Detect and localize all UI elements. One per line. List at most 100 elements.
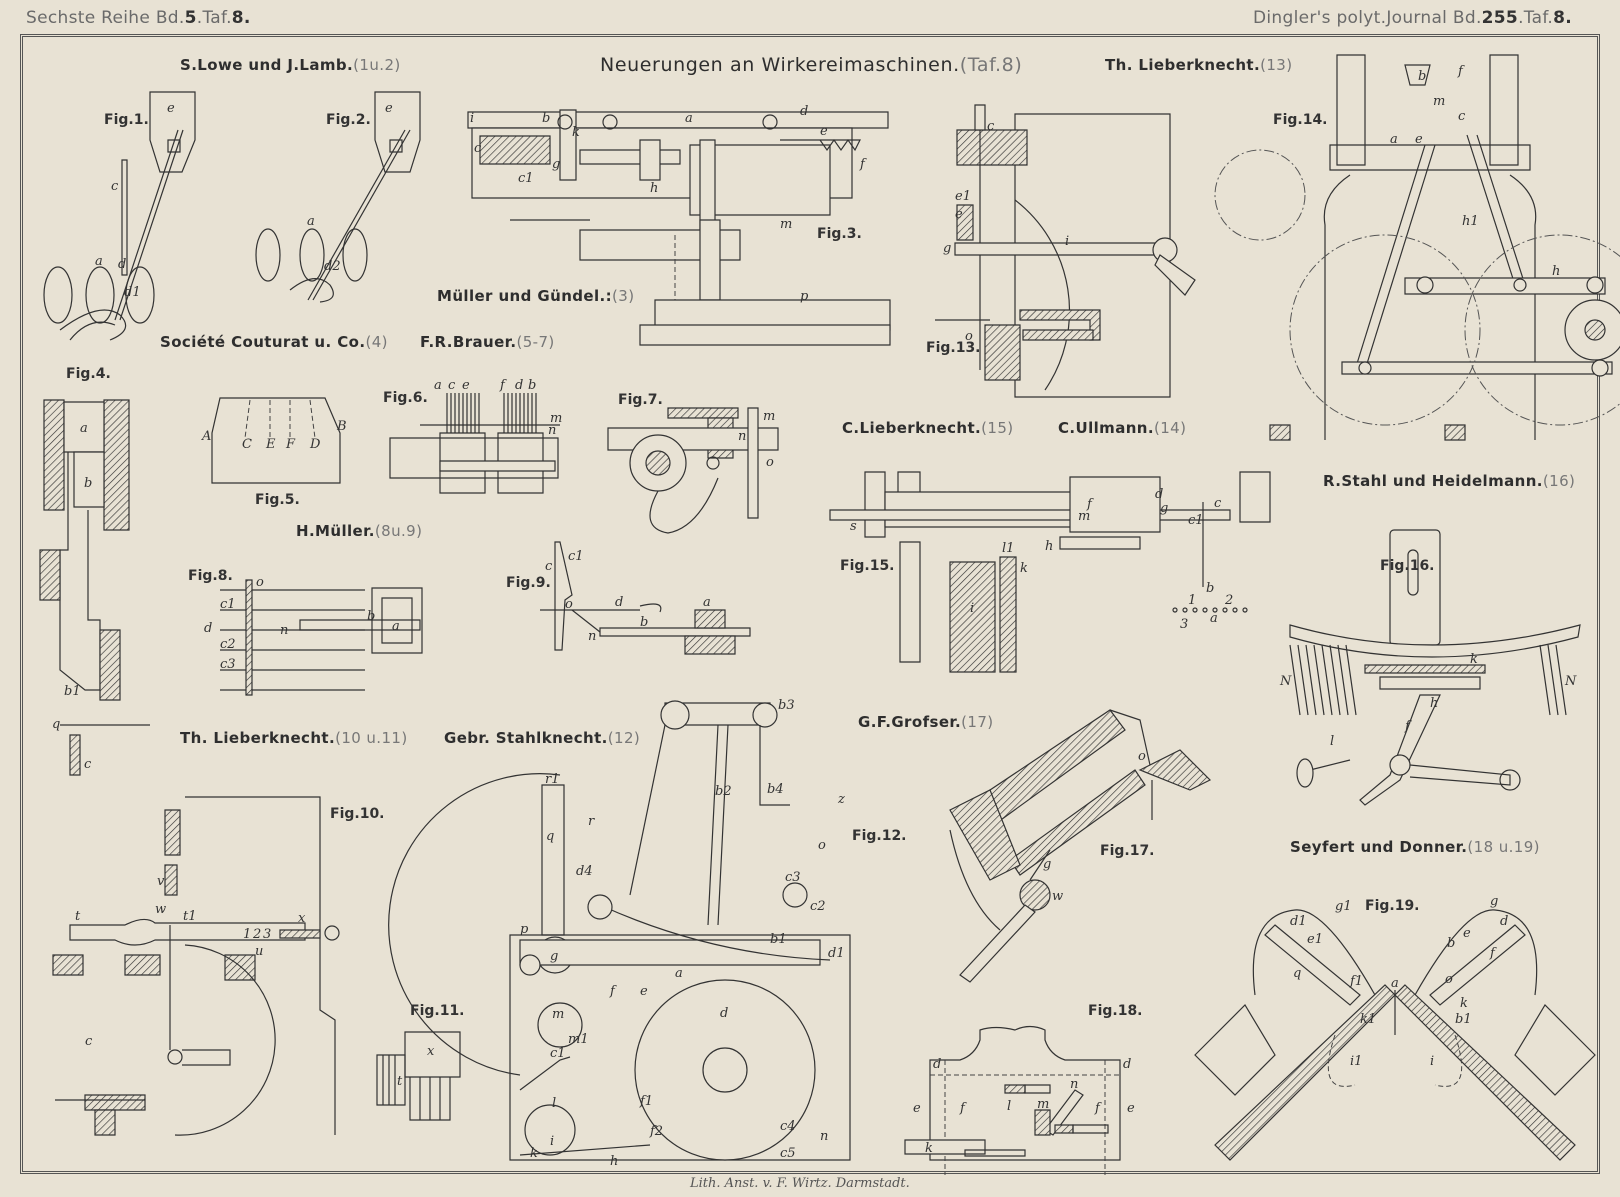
fig-14-detail-circle bbox=[1215, 150, 1305, 240]
fig-12-label-l: l bbox=[552, 1096, 556, 1111]
fig-12-rod-b2 bbox=[708, 725, 728, 925]
fig-12-lever-d1 bbox=[520, 940, 820, 965]
fig-16-label-N-left: N bbox=[1279, 674, 1292, 689]
fig-5-line bbox=[245, 400, 250, 438]
fig-8-inner-a bbox=[382, 598, 412, 643]
fig-18-label-n: n bbox=[1070, 1077, 1078, 1092]
fig-2-bobbin bbox=[300, 229, 324, 281]
fig-8-label-b: b bbox=[367, 609, 375, 624]
fig-8-bar-o bbox=[246, 580, 252, 695]
caption-ref: (15) bbox=[981, 419, 1014, 437]
fig-1-label-c: c bbox=[111, 179, 119, 194]
fig-2-bobbin bbox=[343, 229, 367, 281]
fig-12-label-h: h bbox=[610, 1154, 618, 1169]
plate-frame bbox=[20, 34, 1600, 1174]
fig-14-label-e: e bbox=[1415, 132, 1423, 147]
caption-name: C.Lieberknecht. bbox=[842, 419, 982, 437]
fig-13-bed bbox=[985, 325, 1020, 380]
fig-18-rod-k bbox=[905, 1140, 985, 1154]
fig-12-rod-b4 bbox=[760, 725, 790, 805]
fig-15-label-f: f bbox=[1086, 497, 1094, 512]
fig-18-housing bbox=[930, 1027, 1120, 1161]
fig-12-label-f1: f1 bbox=[639, 1094, 653, 1109]
fig-18-label-d-right: d bbox=[1123, 1057, 1131, 1072]
fig-16-pivot bbox=[1390, 755, 1410, 775]
fig-14-label-f: f bbox=[1457, 64, 1465, 79]
fig-15-label-2: 2 bbox=[1224, 593, 1233, 608]
fig-16-rail bbox=[1290, 625, 1580, 657]
fig-19-label: Fig.19. bbox=[1365, 898, 1420, 914]
fig-6-label-e: e bbox=[462, 378, 470, 393]
fig-12-label-c3: c3 bbox=[785, 870, 801, 885]
fig-16-label-k: k bbox=[1470, 652, 1478, 667]
fig-9-label-a: a bbox=[703, 595, 711, 610]
fig-12-label-r: r bbox=[588, 814, 595, 829]
caption-ref: (10 u.11) bbox=[335, 729, 408, 747]
fig-16-needles-right bbox=[1540, 645, 1566, 715]
fig-2-label-d2: d2 bbox=[324, 259, 341, 274]
fig-3-pulley bbox=[763, 115, 777, 129]
fig-8-needles bbox=[220, 590, 365, 690]
fig-10-label-1: 1 bbox=[243, 927, 251, 942]
header-right-volume: 255 bbox=[1481, 8, 1519, 28]
fig-14-pivot bbox=[1592, 360, 1608, 376]
fig-15-post bbox=[865, 472, 885, 537]
fig-7-post bbox=[748, 408, 758, 518]
fig-1-label-e: e bbox=[167, 101, 175, 116]
fig-17-label-w: w bbox=[1052, 889, 1063, 904]
fig-16-label-f: f bbox=[1404, 719, 1412, 734]
fig-14-label-h1: h1 bbox=[1462, 214, 1479, 229]
caption-ullmann: C.Ullmann.(14) bbox=[1058, 419, 1186, 437]
caption-name: C.Ullmann. bbox=[1058, 419, 1154, 437]
caption-ref: (18 u.19) bbox=[1467, 838, 1540, 856]
fig-5-label-C: C bbox=[242, 437, 252, 452]
fig-3-base-lower bbox=[640, 325, 890, 345]
fig-14-circle-right bbox=[1465, 235, 1620, 425]
fig-3-block-k bbox=[560, 110, 576, 180]
fig-15-label-a: a bbox=[1210, 611, 1218, 626]
fig-3-label-c1: c1 bbox=[518, 171, 534, 186]
fig-13-label-i: i bbox=[1065, 234, 1069, 249]
caption-name: Société Couturat u. Co. bbox=[160, 333, 366, 351]
fig-3-label-g: g bbox=[552, 157, 560, 172]
fig-15-drawing: f d g c c1 m s h l1 k i b a 1 2 3 bbox=[820, 462, 1280, 672]
caption-ref: (5-7) bbox=[516, 333, 555, 351]
fig-15-standoff bbox=[900, 542, 920, 662]
fig-13-label-c: c bbox=[987, 119, 995, 134]
fig-15-gear-k bbox=[1000, 557, 1016, 672]
fig-9-sinker bbox=[555, 542, 572, 650]
fig-17-curve bbox=[950, 830, 1000, 930]
fig-18-slide-lower bbox=[1055, 1125, 1073, 1133]
fig-14-foot-left bbox=[1270, 425, 1290, 440]
fig-13-arc bbox=[1015, 200, 1070, 390]
fig-12-post-q bbox=[542, 785, 564, 935]
fig-5-label-F: F bbox=[285, 437, 296, 452]
fig-12-label-c5: c5 bbox=[780, 1146, 796, 1161]
fig-9-link-n bbox=[572, 610, 600, 632]
fig-12-label-i: i bbox=[550, 1134, 554, 1149]
fig-3-label-f: f bbox=[859, 157, 867, 172]
fig-14-label-c: c bbox=[1458, 109, 1466, 124]
fig-19-label-d1: d1 bbox=[1290, 914, 1307, 929]
fig-5-outline bbox=[212, 398, 340, 483]
fig-6-label: Fig.6. bbox=[383, 390, 428, 406]
fig-14-rod-a bbox=[1355, 145, 1425, 370]
fig-12-label-f2: f2 bbox=[649, 1124, 663, 1139]
fig-1-slot bbox=[168, 140, 180, 152]
fig-19-label-a: a bbox=[1391, 976, 1399, 991]
caption-mueller-guendel: Müller und Gündel.:(3) bbox=[437, 287, 634, 305]
caption-brauer: F.R.Brauer.(5-7) bbox=[420, 333, 555, 351]
fig-11-plates bbox=[377, 1055, 405, 1105]
fig-4-slider-a bbox=[64, 402, 104, 452]
fig-14-link-h bbox=[1405, 278, 1605, 294]
fig-17-handle bbox=[960, 905, 1035, 982]
fig-19-label-i1: i1 bbox=[1350, 1054, 1362, 1069]
fig-19-guard-g bbox=[1415, 910, 1537, 995]
fig-19-slide-left bbox=[1265, 925, 1360, 1005]
fig-15-label-h: h bbox=[1045, 539, 1053, 554]
fig-1-needle bbox=[115, 130, 178, 320]
fig-19-slide-right bbox=[1430, 925, 1525, 1005]
fig-14-needle-head bbox=[1405, 65, 1430, 85]
fig-2-label: Fig.2. bbox=[326, 112, 371, 128]
fig-3-label-k: k bbox=[572, 125, 580, 140]
